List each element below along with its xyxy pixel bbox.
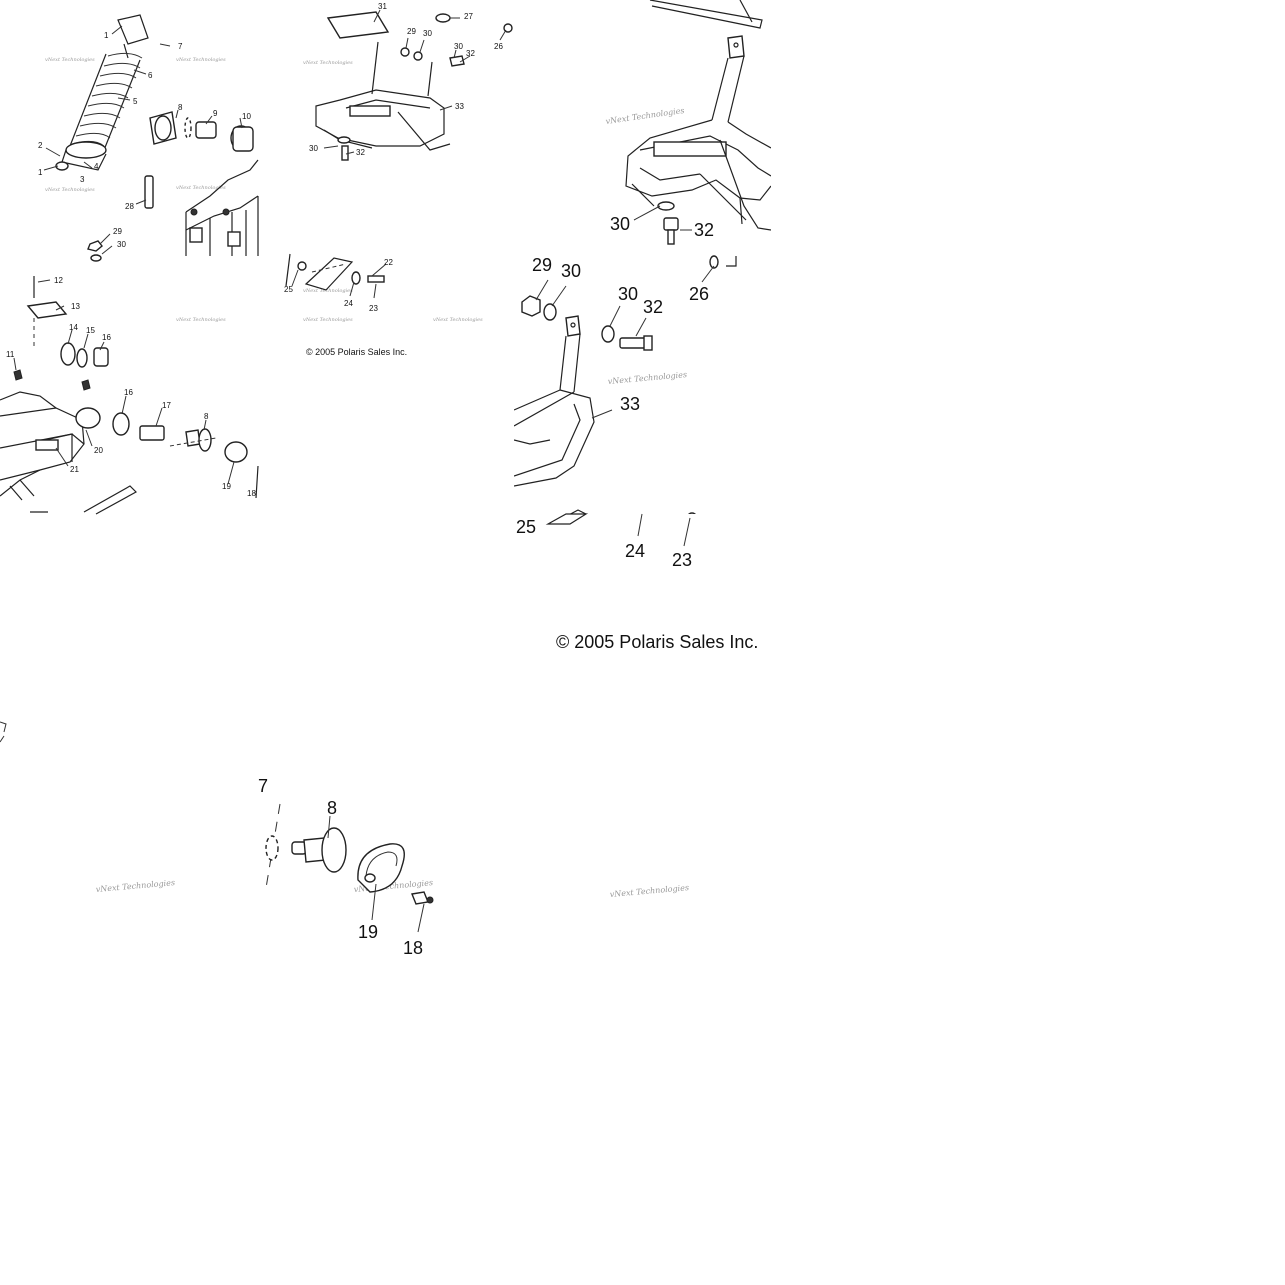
callout-label: 32 xyxy=(643,297,663,317)
bracket xyxy=(545,513,589,525)
callout-label: 4 xyxy=(94,162,99,171)
callout-label: 25 xyxy=(284,285,293,294)
callout-label: 17 xyxy=(162,401,171,410)
watermark: vNext Technologies xyxy=(303,317,353,323)
callout-label: 28 xyxy=(125,202,134,211)
callout-label: 27 xyxy=(464,12,473,21)
callout-label: 30 xyxy=(618,284,638,304)
callout-label: 3 xyxy=(80,175,85,184)
mount-bracket xyxy=(285,253,385,291)
callout-label: 6 xyxy=(148,71,153,80)
pivot-pin xyxy=(291,827,347,873)
callout-label: 15 xyxy=(86,326,95,335)
callout-label: 19 xyxy=(358,922,378,942)
callout-label: 30 xyxy=(454,42,463,51)
callout-label: 21 xyxy=(70,465,79,474)
callout-label: 33 xyxy=(620,394,640,414)
copyright-small: © 2005 Polaris Sales Inc. xyxy=(306,347,407,357)
callout-label: 16 xyxy=(102,333,111,342)
callout-label: 2 xyxy=(38,141,43,150)
bumper-callouts: 30 32 29 30 26 30 32 33 25 24 23 xyxy=(516,214,714,570)
callout-label: 1 xyxy=(104,31,109,40)
shock-absorber xyxy=(55,14,149,171)
watermark: vNext Technologies xyxy=(45,187,95,193)
callout-label: 23 xyxy=(369,304,378,313)
watermark: vNext Technologies xyxy=(176,185,226,191)
callout-label: 18 xyxy=(403,938,423,958)
callout-label: 8 xyxy=(178,103,183,112)
callout-label: 7 xyxy=(178,42,183,51)
callout-label: 30 xyxy=(561,261,581,281)
callout-label: 7 xyxy=(258,776,268,796)
callout-label: 24 xyxy=(344,299,353,308)
panel-overview: 1 7 6 5 2 4 1 3 8 9 10 28 29 30 12 13 14… xyxy=(0,2,513,515)
callout-label: 29 xyxy=(532,255,552,275)
watermark: vNext Technologies xyxy=(607,370,687,386)
bumper-frame-small xyxy=(315,11,451,151)
pivot-callouts: 7 8 19 18 xyxy=(258,776,423,958)
callout-label: 32 xyxy=(466,49,475,58)
callout-label: 33 xyxy=(455,102,464,111)
callout-label: 9 xyxy=(213,109,218,118)
panel-zoom-bumper: 30 32 29 30 26 30 32 33 25 24 23 © 2005 … xyxy=(514,0,771,652)
callout-label: 29 xyxy=(113,227,122,236)
callout-label: 10 xyxy=(242,112,251,121)
callout-label: 20 xyxy=(94,446,103,455)
watermark: vNext Technologies xyxy=(176,57,226,63)
callout-label: 23 xyxy=(672,550,692,570)
plate xyxy=(26,301,68,319)
callout-label: 22 xyxy=(384,258,393,267)
watermarks: vNext Technologies vNext Technologies vN… xyxy=(45,57,689,899)
bumper-hoop-upper xyxy=(625,35,771,231)
callout-label: 11 xyxy=(6,350,15,359)
callout-label: 29 xyxy=(407,27,416,36)
callout-label: 1 xyxy=(38,168,43,177)
callout-label: 30 xyxy=(309,144,318,153)
callout-label: 26 xyxy=(689,284,709,304)
callout-label: 30 xyxy=(117,240,126,249)
frame-mount xyxy=(185,159,259,256)
watermark: vNext Technologies xyxy=(45,57,95,63)
watermark: vNext Technologies xyxy=(95,878,175,894)
callout-label: 30 xyxy=(423,29,432,38)
watermark: vNext Technologies xyxy=(609,883,689,899)
callout-label: 5 xyxy=(133,97,138,106)
watermark: vNext Technologies xyxy=(433,317,483,323)
callout-label: 24 xyxy=(625,541,645,561)
callout-label: 14 xyxy=(69,323,78,332)
callout-label: 8 xyxy=(327,798,337,818)
callout-label: 26 xyxy=(494,42,503,51)
leader-lines xyxy=(13,9,507,485)
callout-label: 13 xyxy=(71,302,80,311)
callout-label: 8 xyxy=(204,412,209,421)
washer xyxy=(90,254,102,262)
watermark: vNext Technologies xyxy=(303,288,353,294)
callout-label: 16 xyxy=(124,388,133,397)
bumper-hoop-lower xyxy=(514,315,595,487)
watermark: vNext Technologies xyxy=(303,60,353,66)
panel-zoom-pivot: 7 8 19 18 xyxy=(0,721,434,958)
callout-label: 32 xyxy=(694,220,714,240)
callout-label: 18 xyxy=(247,489,256,498)
callout-label: 31 xyxy=(378,2,387,11)
bushings xyxy=(149,111,254,152)
copyright-large: © 2005 Polaris Sales Inc. xyxy=(556,632,758,652)
callout-label: 19 xyxy=(222,482,231,491)
watermark: vNext Technologies xyxy=(605,106,685,126)
nut xyxy=(87,240,103,252)
watermark: vNext Technologies xyxy=(176,317,226,323)
swing-arm xyxy=(0,391,137,515)
callout-label: 12 xyxy=(54,276,63,285)
overview-callouts: 1 7 6 5 2 4 1 3 8 9 10 28 29 30 12 13 14… xyxy=(6,2,503,498)
retainer-plate xyxy=(357,843,405,893)
nut xyxy=(521,295,541,317)
callout-label: 32 xyxy=(356,148,365,157)
callout-label: 25 xyxy=(516,517,536,537)
pin xyxy=(144,175,154,209)
callout-label: 30 xyxy=(610,214,630,234)
